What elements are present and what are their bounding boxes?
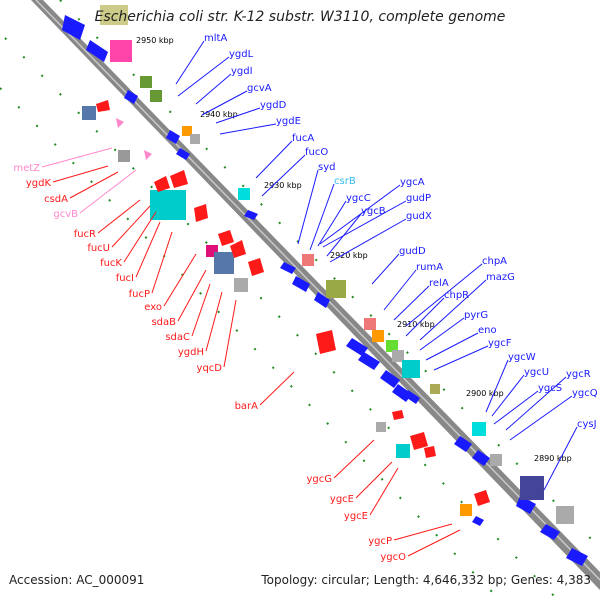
scale-label: 2910 kbp — [397, 320, 435, 329]
gene-label: rumA — [416, 262, 443, 273]
gene-label: ygdE — [276, 116, 301, 127]
gene-label: ygcW — [508, 352, 536, 363]
backbone-highlight — [35, 0, 600, 581]
gene-label: ygdL — [229, 49, 254, 60]
gene-label: ygcA — [400, 177, 425, 188]
gene-label: sdaB — [151, 317, 176, 328]
gene-label: csdA — [44, 194, 68, 205]
scale-label: 2890 kbp — [534, 454, 572, 463]
gene-label: csrB — [334, 176, 356, 187]
reverse-genes — [96, 100, 490, 506]
gene-label: fucU — [87, 243, 110, 254]
gene-label: ygcE — [330, 494, 354, 505]
scale-label: 2900 kbp — [466, 389, 504, 398]
forward-genes — [62, 15, 588, 566]
forward-gene-labels: mltA ygdL ygdI gcvA ygdD ygdE fucA fucO … — [204, 33, 598, 430]
scale-label: 2940 kbp — [200, 110, 238, 119]
feature-boxes — [82, 5, 574, 524]
scale-label: 2950 kbp — [136, 36, 174, 45]
gene-label: ygcO — [380, 552, 406, 563]
map-title: Escherichia coli str. K-12 substr. W3110… — [94, 9, 506, 25]
gene-label: gcvB — [53, 209, 78, 220]
gene-label: gcvA — [247, 83, 272, 94]
gene-label: fucP — [129, 289, 150, 300]
gene-label: ygdH — [178, 347, 204, 358]
reverse-gene-labels: metZ ygdK csdA gcvB fucR fucU fucK fucI … — [13, 163, 406, 563]
gene-label: pyrG — [464, 310, 488, 321]
gene-label: ygcG — [306, 474, 332, 485]
gene-label: cysJ — [577, 419, 597, 430]
scale-label: 2920 kbp — [330, 251, 368, 260]
gene-label: ygcS — [538, 383, 562, 394]
gene-label: exo — [144, 302, 162, 313]
gene-label: gudP — [406, 193, 431, 204]
gene-label: yqcD — [197, 363, 223, 374]
gene-label: mazG — [486, 272, 515, 283]
gene-label: ygcR — [566, 369, 591, 380]
gene-label: eno — [478, 325, 497, 336]
gene-label: ygcF — [488, 338, 512, 349]
gene-label: barA — [235, 401, 259, 412]
topology-text: Topology: circular; Length: 4,646,332 bp… — [261, 573, 591, 587]
reverse-leader-lines — [41, 147, 461, 557]
gene-label: ygdD — [260, 100, 287, 111]
gene-label: fucO — [305, 147, 328, 158]
gene-label: chpA — [482, 256, 507, 267]
gene-label: syd — [318, 162, 335, 173]
gene-label: fucA — [292, 133, 314, 144]
rna-genes — [116, 118, 152, 160]
gene-label: fucK — [100, 258, 122, 269]
accession-text: Accession: AC_000091 — [9, 573, 145, 587]
gene-label: sdaC — [165, 332, 190, 343]
forward-leader-lines — [175, 40, 578, 491]
gene-label: ygdK — [26, 178, 52, 189]
gene-label: metZ — [13, 163, 40, 174]
gene-label: ygcU — [524, 367, 549, 378]
gene-label: ygcC — [346, 193, 371, 204]
gene-label: ygcP — [368, 536, 392, 547]
genome-backbone — [31, 0, 600, 590]
gene-label: ygcB — [361, 206, 386, 217]
gene-label: ygcQ — [572, 388, 598, 399]
scale-label: 2930 kbp — [264, 181, 302, 190]
gene-label: mltA — [204, 33, 227, 44]
gene-label: ygcE — [344, 511, 368, 522]
scale-labels: 2950 kbp 2940 kbp 2930 kbp 2920 kbp 2910… — [136, 36, 572, 463]
gene-label: ygdI — [231, 66, 253, 77]
gene-label: fucI — [116, 273, 134, 284]
gene-label: relA — [429, 278, 449, 289]
gene-label: gudD — [399, 246, 426, 257]
gene-label: fucR — [74, 229, 96, 240]
gene-label: gudX — [406, 211, 432, 222]
gene-label: chpR — [444, 290, 469, 301]
